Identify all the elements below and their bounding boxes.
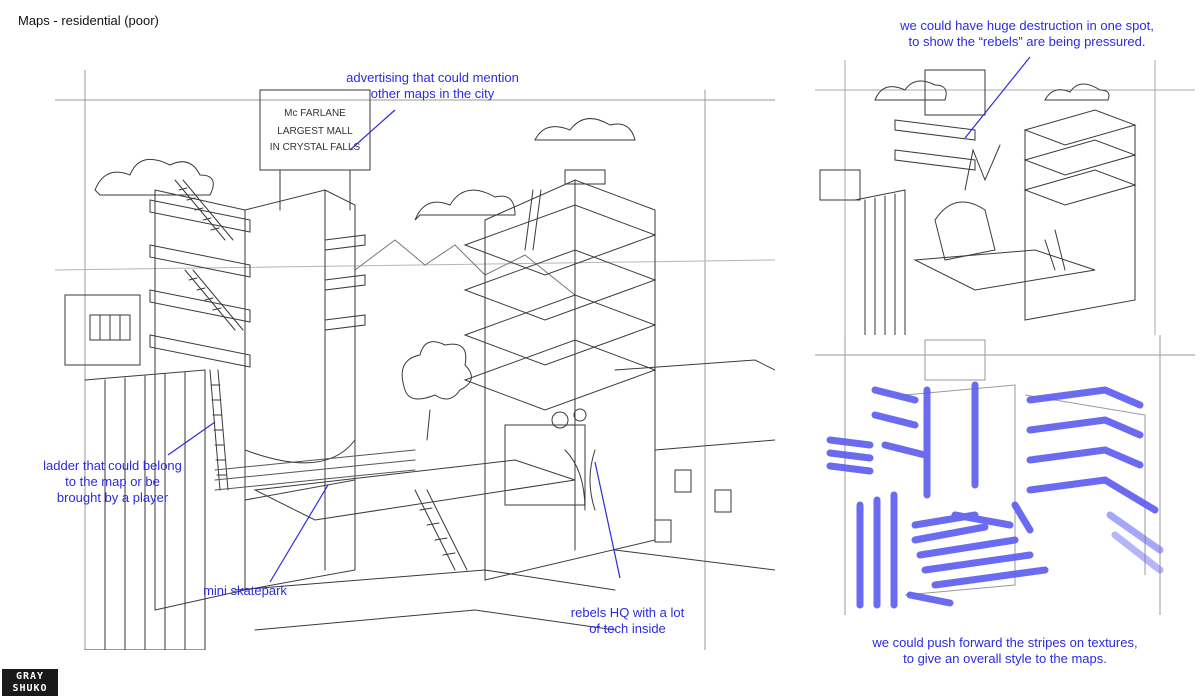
main-sketch: Mc FARLANE LARGEST MALL IN CRYSTAL FALLS: [55, 70, 775, 650]
stripes-sketch-drawing: [815, 335, 1195, 615]
grayshuko-logo: GRAY SHUKO: [2, 669, 58, 696]
ladder-note: ladder that could belong to the map or b…: [43, 458, 182, 505]
main-sketch-drawing: Mc FARLANE LARGEST MALL IN CRYSTAL FALLS: [55, 70, 775, 650]
destruction-sketch: [815, 60, 1195, 350]
destruction-sketch-drawing: [815, 60, 1195, 350]
rebels-hq-note: rebels HQ with a lot of tech inside: [570, 605, 685, 636]
advertising-note: advertising that could mention other map…: [346, 70, 519, 101]
stripes-note: we could push forward the stripes on tex…: [872, 635, 1138, 666]
page-title: Maps - residential (poor): [18, 13, 159, 28]
sign-text-line1: Mc FARLANE: [284, 108, 346, 119]
sign-text-line3: IN CRYSTAL FALLS: [270, 142, 361, 153]
stripes-sketch: [815, 335, 1195, 615]
skatepark-note: mini skatepark: [203, 583, 287, 598]
sign-text-line2: LARGEST MALL: [277, 126, 353, 137]
destruction-note: we could have huge destruction in one sp…: [900, 18, 1154, 49]
